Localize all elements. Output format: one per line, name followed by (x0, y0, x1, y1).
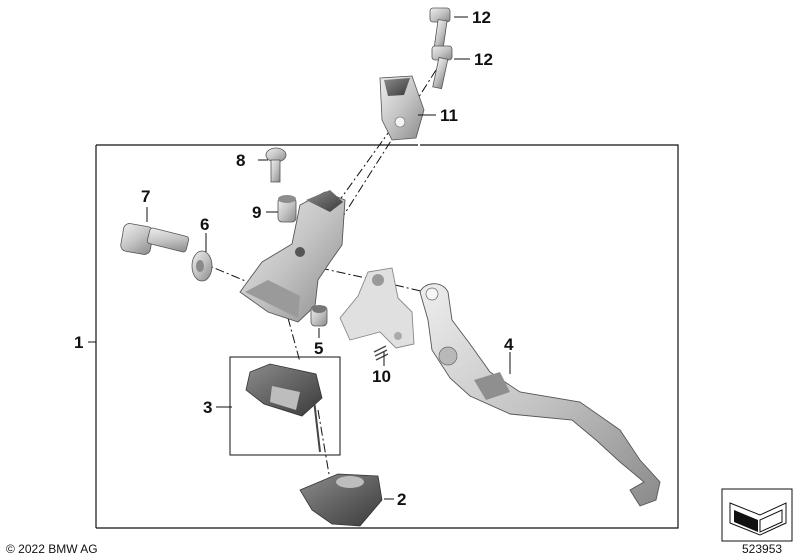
washer-6 (191, 250, 213, 282)
callout-3: 3 (203, 398, 212, 417)
callout-8: 8 (236, 151, 245, 170)
callout-6: 6 (200, 215, 209, 234)
callout-2: 2 (397, 490, 406, 509)
callout-10: 10 (372, 367, 391, 386)
sleeve-9 (277, 195, 297, 223)
bolt-12-lower (431, 45, 453, 90)
bolt-12-upper (429, 7, 451, 52)
clutch-lever-4 (419, 283, 661, 507)
callout-5: 5 (314, 339, 323, 358)
callout-9: 9 (252, 203, 261, 222)
spring-10 (373, 345, 389, 361)
switch-cover-2 (299, 473, 383, 527)
callout-7: 7 (141, 187, 150, 206)
screw-8 (265, 147, 287, 183)
diagram-reference-icon (721, 488, 793, 542)
leader-lines (88, 16, 511, 500)
clutch-switch-3 (245, 363, 323, 453)
switch-subassembly-box (229, 356, 341, 456)
nut-5 (310, 305, 328, 327)
diagram-number: 523953 (742, 542, 782, 556)
pin-7 (120, 223, 190, 255)
callout-1: 1 (74, 333, 83, 352)
assembly-frame-right (96, 144, 679, 529)
callout-12b: 12 (474, 50, 493, 69)
callout-11: 11 (440, 106, 458, 125)
adjuster-plate (339, 267, 415, 349)
callout-12a: 12 (472, 8, 491, 27)
clamp-11 (379, 75, 425, 141)
lever-bracket (239, 190, 346, 323)
copyright-text: © 2022 BMW AG (6, 542, 98, 556)
callout-4: 4 (504, 335, 514, 354)
